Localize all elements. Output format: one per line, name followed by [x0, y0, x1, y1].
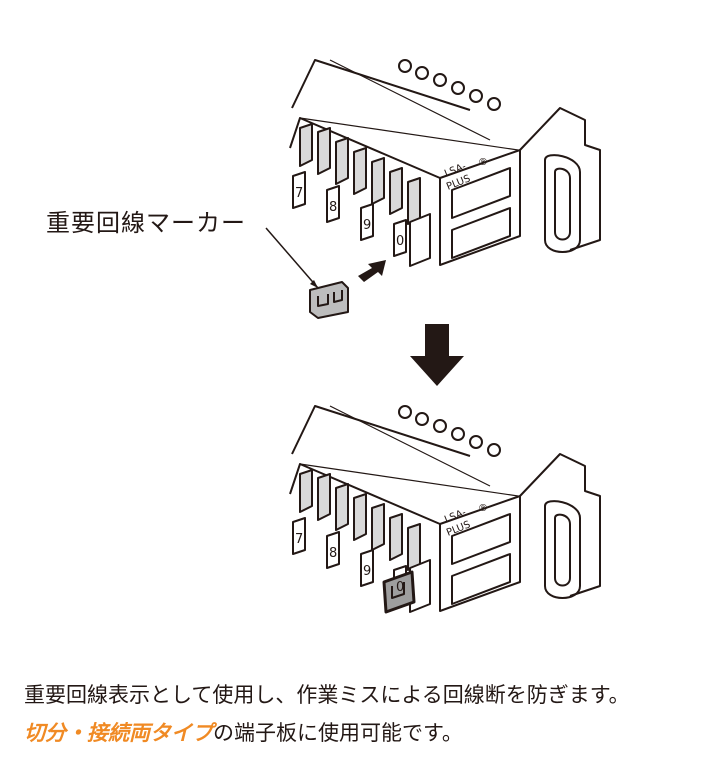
- terminal-number-7: 7: [295, 532, 303, 547]
- caption: 重要回線表示として使用し、作業ミスによる回線断を防ぎます。 切分・接続両タイプの…: [24, 676, 630, 752]
- trademark: ®: [478, 503, 488, 514]
- insert-arrow-icon: [358, 260, 386, 282]
- marker-callout-label: 重要回線マーカー: [46, 209, 246, 237]
- caption-rest: の端子板に使用可能です。: [213, 721, 463, 745]
- diagram: LSA- PLUS ® 7 8 9 0 LSA- PLUS ® 7 8 9 0: [265, 59, 601, 614]
- leader-arrowhead-icon: [310, 280, 318, 288]
- caption-accent: 切分・接続両タイプ: [24, 721, 213, 745]
- terminal-number-8: 8: [329, 200, 337, 215]
- line-marker-piece: [309, 281, 349, 319]
- caption-line1: 重要回線表示として使用し、作業ミスによる回線断を防ぎます。: [24, 683, 630, 707]
- terminal-block-after: [289, 405, 601, 614]
- terminal-number-8: 8: [329, 546, 337, 561]
- terminal-number-9: 9: [363, 218, 371, 233]
- terminal-number-0: 0: [396, 234, 404, 249]
- callout-leader: [265, 227, 319, 289]
- caption-line2: 切分・接続両タイプの端子板に使用可能です。: [24, 714, 630, 752]
- terminal-block-before: [289, 59, 601, 267]
- down-arrow-icon: [410, 324, 464, 386]
- terminal-number-7: 7: [295, 186, 303, 201]
- inserted-marker: [382, 570, 416, 614]
- trademark: ®: [478, 157, 488, 168]
- terminal-number-0: 0: [396, 580, 404, 595]
- terminal-number-9: 9: [363, 564, 371, 579]
